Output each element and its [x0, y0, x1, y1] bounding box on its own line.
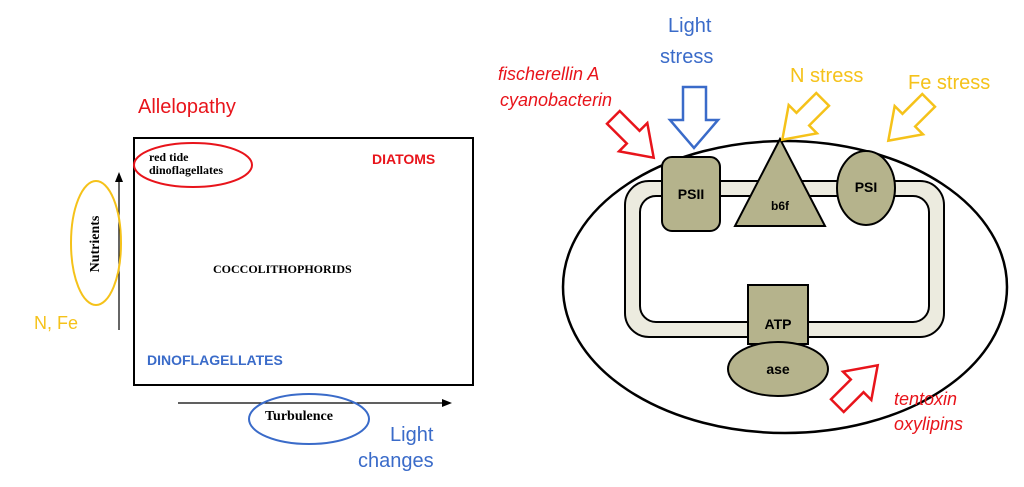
allelopathy-label: Allelopathy: [138, 96, 236, 118]
light-stress-label-line1: Light: [668, 15, 712, 37]
b6f-label: b6f: [771, 199, 789, 213]
b6f-complex: [733, 136, 827, 227]
atp-synthase-stalk: [747, 284, 809, 345]
red-tide-label-line2: dinoflagellates: [149, 163, 223, 177]
n-stress-label: N stress: [790, 65, 864, 87]
light-changes-label-line1: Light: [390, 424, 434, 446]
light-stress-arrow: [667, 85, 721, 150]
inhibitor-top-label-line2: cyanobacterin: [500, 90, 613, 110]
inhibitor-bottom-label-line1: tentoxin: [894, 389, 958, 409]
atp-synthase-head: [727, 341, 829, 397]
fe-stress-label: Fe stress: [908, 72, 991, 94]
psi-label: PSI: [854, 179, 878, 195]
atp-synthase-label-bottom: ase: [766, 361, 790, 377]
nutrients-ellipse: [70, 180, 122, 306]
thylakoid-membrane: [624, 180, 945, 338]
inhibitor-arrow-bottom: [829, 363, 880, 414]
psii-label: PSII: [677, 186, 705, 202]
light-stress-label-line2: stress: [660, 46, 714, 68]
psi-complex: [836, 150, 896, 226]
inhibitor-bottom-label-line2: oxylipins: [894, 414, 964, 434]
psii-complex: [661, 156, 721, 232]
fe-stress-arrow: [886, 92, 937, 143]
dinoflagellates-label: DINOFLAGELLATES: [147, 352, 283, 368]
nutrients-axis-arrowhead: [115, 172, 123, 182]
red-tide-label-line1: red tide: [149, 150, 189, 164]
coccolithophorids-label: COCCOLITHOPHORIDS: [213, 262, 352, 276]
light-changes-label-line2: changes: [358, 450, 434, 472]
inhibitor-arrow-top: [605, 109, 656, 160]
diatoms-label: DIATOMS: [372, 151, 436, 167]
atp-synthase-label-top: ATP: [764, 316, 792, 332]
turbulence-axis-arrowhead: [442, 399, 452, 407]
plankton-niche-box: [133, 137, 474, 386]
turbulence-axis-label: Turbulence: [265, 409, 333, 424]
inhibitor-top-label-line1: fischerellin A: [498, 64, 600, 84]
turbulence-ellipse: [248, 393, 370, 445]
n-stress-arrow: [780, 91, 831, 142]
nutrients-stress-label: N, Fe: [34, 313, 79, 333]
red-tide-ellipse: [133, 142, 253, 188]
